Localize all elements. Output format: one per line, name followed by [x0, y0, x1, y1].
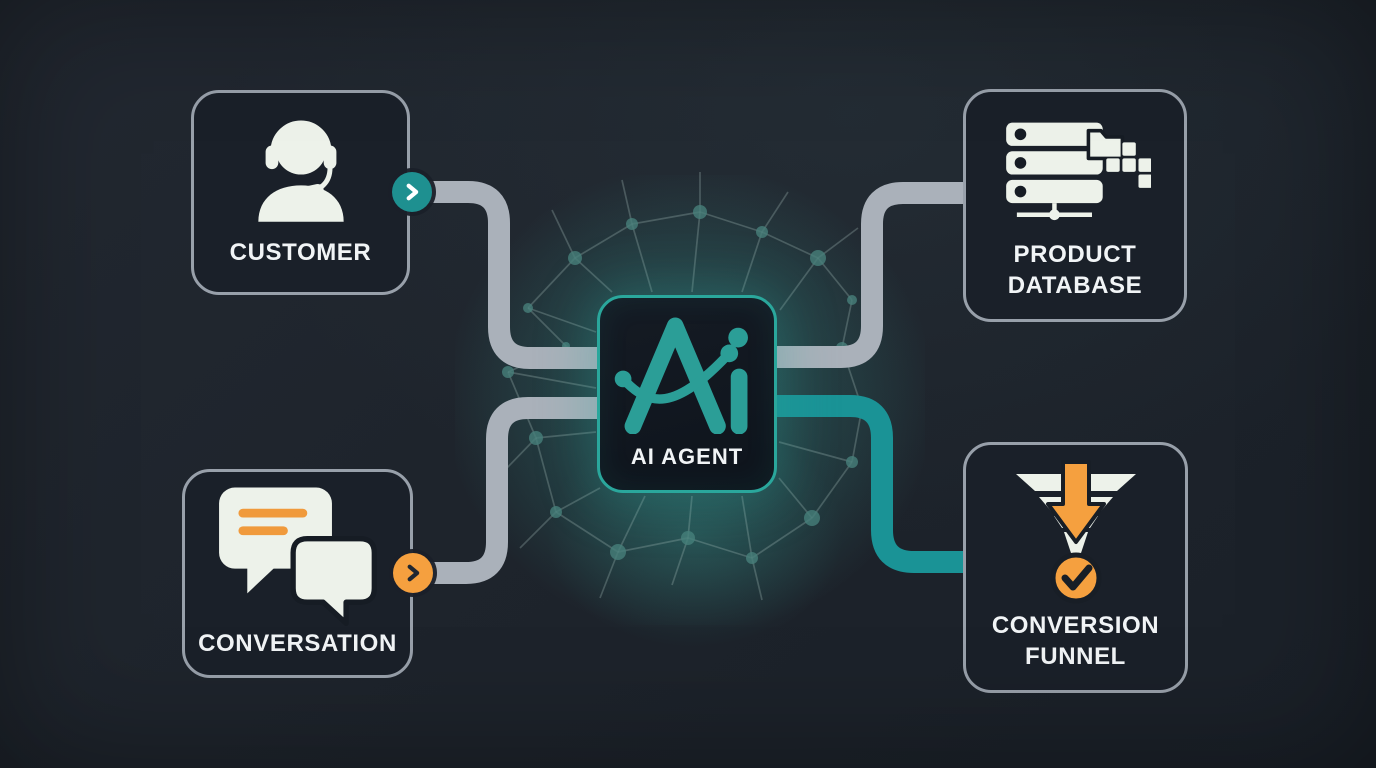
- conversion-funnel-label-line1: CONVERSION: [991, 612, 1160, 639]
- product-database-label-line1: PRODUCT: [1013, 241, 1137, 268]
- chat-bubbles-icon: [218, 487, 377, 627]
- ai-logo-icon: [614, 316, 748, 434]
- conversion-funnel-label-line2: FUNNEL: [1025, 643, 1126, 670]
- conversion-funnel-icon-area: [966, 445, 1185, 610]
- customer-output-badge: [392, 172, 432, 212]
- ai-agent-label: AI AGENT: [630, 444, 744, 469]
- conversation-output-badge: [393, 553, 433, 593]
- conversation-node: CONVERSATION: [182, 469, 413, 678]
- conversation-icon-area: [185, 472, 410, 628]
- product-database-label: PRODUCT DATABASE: [1008, 239, 1143, 319]
- product-database-label-line2: DATABASE: [1007, 272, 1143, 299]
- conversion-funnel-label: CONVERSION FUNNEL: [992, 610, 1159, 690]
- headset-person-icon: [257, 120, 344, 222]
- connector-ai-to-product-database: [769, 182, 966, 368]
- conversion-funnel-node: CONVERSION FUNNEL: [963, 442, 1188, 693]
- connector-conversation-to-ai: [427, 397, 605, 584]
- funnel-arrow-check-icon: [1015, 459, 1136, 603]
- connector-customer-to-ai: [424, 181, 605, 369]
- customer-node: CUSTOMER: [191, 90, 410, 295]
- connector-ai-to-conversion-funnel: [769, 395, 966, 573]
- chevron-right-icon: [406, 183, 419, 201]
- product-database-icon-area: [966, 92, 1184, 239]
- server-database-icon: [1006, 122, 1151, 221]
- product-database-node: PRODUCT DATABASE: [963, 89, 1187, 322]
- chevron-right-icon: [407, 564, 420, 582]
- conversation-label: CONVERSATION: [198, 630, 397, 657]
- customer-icon-area: [194, 93, 407, 237]
- ai-agent-node: AI AGENT: [597, 295, 777, 493]
- customer-label: CUSTOMER: [229, 239, 372, 266]
- ai-logo-area: [600, 298, 774, 441]
